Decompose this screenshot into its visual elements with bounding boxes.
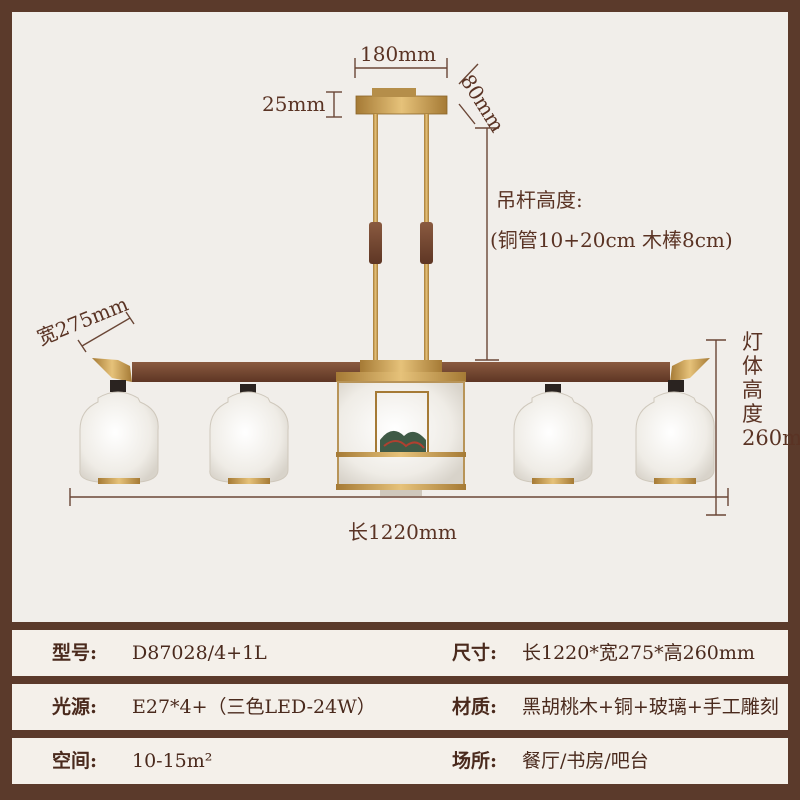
suspension-rods <box>369 114 433 362</box>
spec-label-size: 尺寸: <box>452 642 498 664</box>
product-image-area: 180mm 80mm 25mm 吊杆高度: (铜管10+20cm 木棒8cm) … <box>12 12 800 622</box>
spec-label-location: 场所: <box>452 750 498 772</box>
canopy-height-label: 25mm <box>262 92 326 116</box>
rod-height-detail: (铜管10+20cm 木棒8cm) <box>490 228 733 252</box>
spec-value-model: D87028/4+1L <box>132 642 267 664</box>
spec-row-light-source: 光源: E27*4+（三色LED-24W） 材质: 黑胡桃木+铜+玻璃+手工雕刻 <box>12 684 788 730</box>
lamp-shade-2 <box>209 384 289 484</box>
lamp-shade-5 <box>635 380 715 484</box>
dimension-lines <box>69 58 729 516</box>
spec-value-location: 餐厅/书房/吧台 <box>522 750 649 772</box>
spec-value-light-source: E27*4+（三色LED-24W） <box>132 696 376 718</box>
chandelier-illustration <box>69 58 729 516</box>
spec-table: 型号: D87028/4+1L 尺寸: 长1220*宽275*高260mm 光源… <box>12 630 788 790</box>
center-drum-lamp <box>336 360 466 496</box>
spec-value-space: 10-15m² <box>132 750 213 772</box>
spec-label-model: 型号: <box>52 642 98 664</box>
rod-height-title: 吊杆高度: <box>496 188 583 212</box>
spec-label-space: 空间: <box>52 750 98 772</box>
spec-value-size: 长1220*宽275*高260mm <box>522 642 755 664</box>
canopy-width-label: 180mm <box>360 42 437 66</box>
ceiling-canopy <box>355 88 448 115</box>
spec-label-light-source: 光源: <box>52 696 98 718</box>
body-height-label: 灯体高度260mm <box>742 330 800 450</box>
lamp-shade-1 <box>79 380 159 484</box>
side-lamp-shades <box>79 380 715 484</box>
lamp-shade-4 <box>513 384 593 484</box>
spec-row-model: 型号: D87028/4+1L 尺寸: 长1220*宽275*高260mm <box>12 630 788 676</box>
length-label: 长1220mm <box>348 520 457 544</box>
spec-value-material: 黑胡桃木+铜+玻璃+手工雕刻 <box>522 696 779 718</box>
spec-label-material: 材质: <box>452 696 498 718</box>
spec-row-space: 空间: 10-15m² 场所: 餐厅/书房/吧台 <box>12 738 788 784</box>
